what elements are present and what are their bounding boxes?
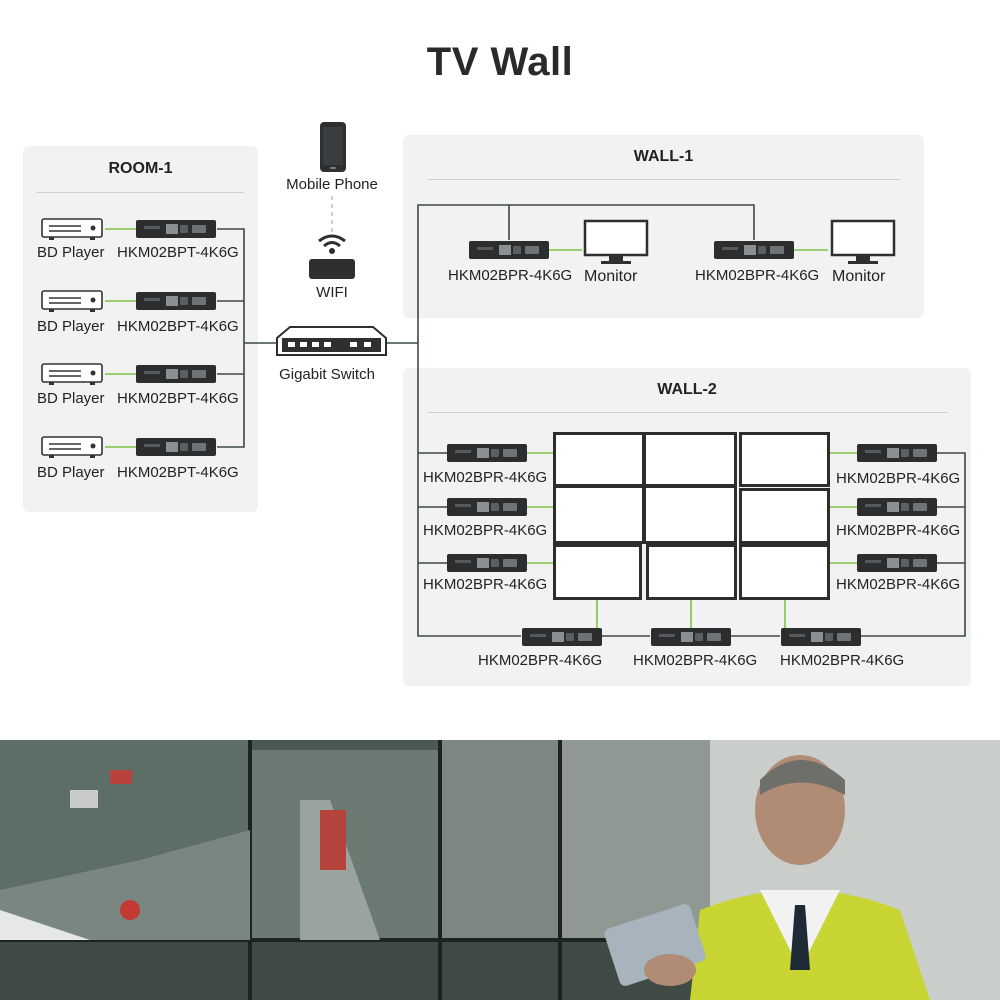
display-label: Monitor [832,268,886,285]
receiver-device [522,628,602,646]
source-label: BD Player [37,464,105,481]
wall2-divider [427,412,947,413]
receiver-device [857,554,937,572]
receiver-device [447,554,527,572]
transmitter-device [136,292,216,310]
device-label: HKM02BPR-4K6G [836,522,961,539]
wall1-panel: WALL-1 [403,135,924,318]
wifi-label: WIFI [316,284,348,301]
bd-player-icon [41,436,103,458]
device-label: HKM02BPR-4K6G [780,652,905,669]
receiver-device [447,444,527,462]
receiver-device [714,241,794,259]
device-label: HKM02BPR-4K6G [695,267,820,284]
receiver-device [857,498,937,516]
bd-player-icon [41,363,103,385]
device-label: HKM02BPR-4K6G [478,652,603,669]
transmitter-device [136,438,216,456]
wifi-icon [318,234,346,254]
control-room-photo [0,740,1000,1000]
device-label: HKM02BPR-4K6G [448,267,573,284]
device-label: HKM02BPR-4K6G [633,652,758,669]
router-icon [309,259,355,279]
device-label: HKM02BPT-4K6G [117,390,239,407]
source-label: BD Player [37,390,105,407]
video-wall-photo-illustration [0,740,1000,1000]
wall-screen [553,485,645,544]
mobile-phone-icon [320,122,346,172]
wall-screen [739,488,830,544]
gigabit-switch-icon [276,326,387,356]
wall-screen [646,544,737,600]
wall2-title: WALL-2 [657,381,717,398]
transmitter-device [136,220,216,238]
source-label: BD Player [37,318,105,335]
wall1-divider [427,179,900,180]
receiver-device [857,444,937,462]
room1-divider [37,192,244,193]
wall-screen [643,485,737,544]
device-label: HKM02BPR-4K6G [423,522,548,539]
page-title: TV Wall [426,40,574,84]
receiver-device [781,628,861,646]
room1-title: ROOM-1 [108,160,173,177]
monitor-icon [583,219,649,264]
source-label: BD Player [37,244,105,261]
mobile-phone-label: Mobile Phone [286,176,378,193]
wall-screen [553,544,642,600]
gigabit-switch-label: Gigabit Switch [279,366,375,383]
device-label: HKM02BPR-4K6G [836,470,961,487]
bd-player-icon [41,218,103,240]
device-label: HKM02BPR-4K6G [836,576,961,593]
wall-screen [553,432,645,487]
wall-screen [739,432,830,487]
wall-screen [643,432,737,487]
device-label: HKM02BPT-4K6G [117,464,239,481]
receiver-device [447,498,527,516]
wiring-diagram [105,196,966,637]
bd-player-icon [41,290,103,312]
transmitter-device [136,365,216,383]
device-label: HKM02BPR-4K6G [423,469,548,486]
monitor-icon [830,219,896,264]
display-label: Monitor [584,268,638,285]
receiver-device [469,241,549,259]
wall-screen [739,544,830,600]
device-label: HKM02BPT-4K6G [117,244,239,261]
device-label: HKM02BPT-4K6G [117,318,239,335]
receiver-device [651,628,731,646]
wall1-title: WALL-1 [633,148,694,165]
device-label: HKM02BPR-4K6G [423,576,548,593]
